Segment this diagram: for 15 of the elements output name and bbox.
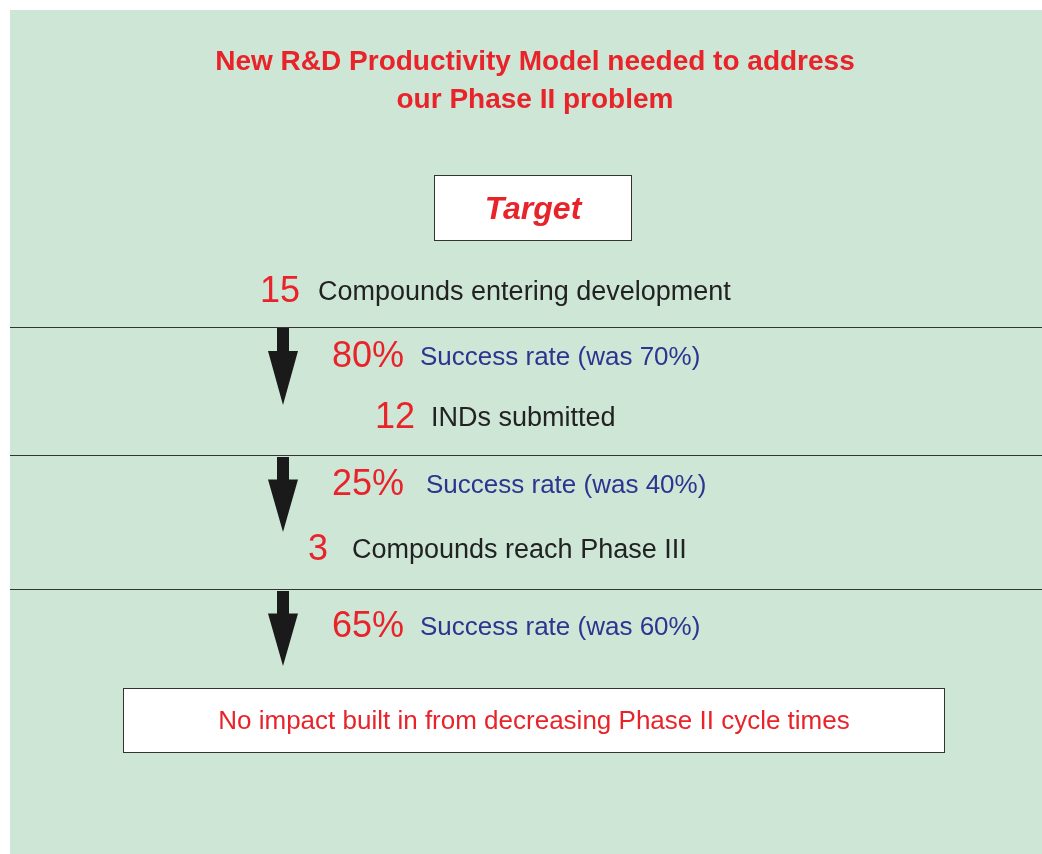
stage-text: Compounds entering development bbox=[318, 278, 731, 305]
slide-title: New R&D Productivity Model needed to address our Phase II problem bbox=[214, 44, 856, 116]
rate-text: Success rate (was 40%) bbox=[426, 471, 707, 497]
note-box: No impact built in from decreasing Phase II cycle times bbox=[123, 688, 945, 753]
rate-text: Success rate (was 70%) bbox=[420, 343, 701, 369]
count-number: 3 bbox=[308, 530, 329, 566]
count-number: 15 bbox=[260, 272, 301, 308]
stage-text: Compounds reach Phase III bbox=[352, 536, 687, 563]
rate-number: 80% bbox=[332, 337, 405, 373]
count-number: 12 bbox=[375, 398, 416, 434]
rate-number: 65% bbox=[332, 607, 405, 643]
stage-text: INDs submitted bbox=[431, 404, 616, 431]
target-box: Target bbox=[434, 175, 632, 241]
rate-number: 25% bbox=[332, 465, 405, 501]
rate-text: Success rate (was 60%) bbox=[420, 613, 701, 639]
